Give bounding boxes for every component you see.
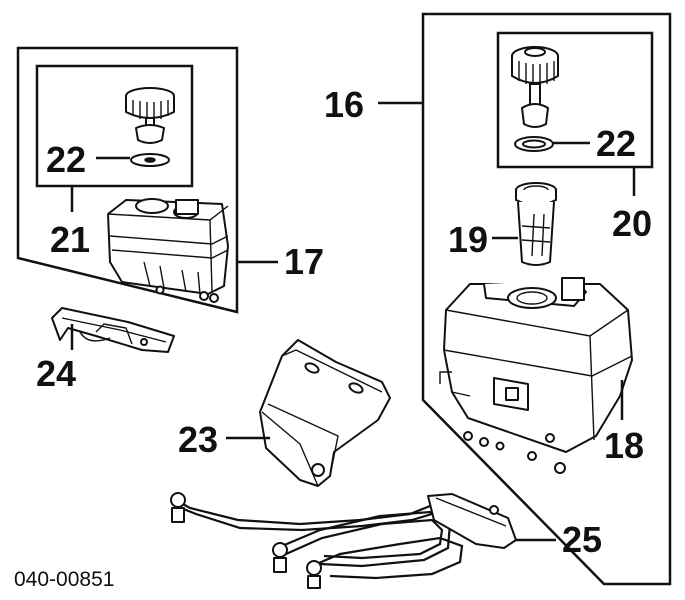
right-reservoir-assembly <box>378 12 672 586</box>
callout-25: 25 <box>562 519 602 560</box>
power-steering-reservoir-18 <box>439 277 633 474</box>
callout-19: 19 <box>448 219 488 260</box>
reservoir-cap-20 <box>511 46 559 128</box>
assembly-16-frame <box>421 12 672 586</box>
callout-18: 18 <box>604 425 644 466</box>
diagram-number: 040-00851 <box>14 568 114 591</box>
callout-24: 24 <box>36 353 76 394</box>
callout-22-left: 22 <box>46 139 86 180</box>
bracket-23 <box>226 339 391 487</box>
callout-22-right: 22 <box>596 123 636 164</box>
assembly-20-box <box>496 31 654 169</box>
assembly-17-frame <box>16 46 239 314</box>
strainer-19 <box>515 182 557 266</box>
hose-assembly-25 <box>170 492 556 589</box>
callout-20: 20 <box>612 203 652 244</box>
callout-17: 17 <box>284 241 324 282</box>
left-reservoir-assembly <box>16 46 278 314</box>
brake-reservoir-17 <box>107 198 229 303</box>
assembly-21-box <box>35 64 194 188</box>
callout-16: 16 <box>324 84 364 125</box>
reservoir-cap-21 <box>125 87 175 144</box>
callout-23: 23 <box>178 419 218 460</box>
bracket-24 <box>51 307 175 353</box>
callout-21: 21 <box>50 219 90 260</box>
